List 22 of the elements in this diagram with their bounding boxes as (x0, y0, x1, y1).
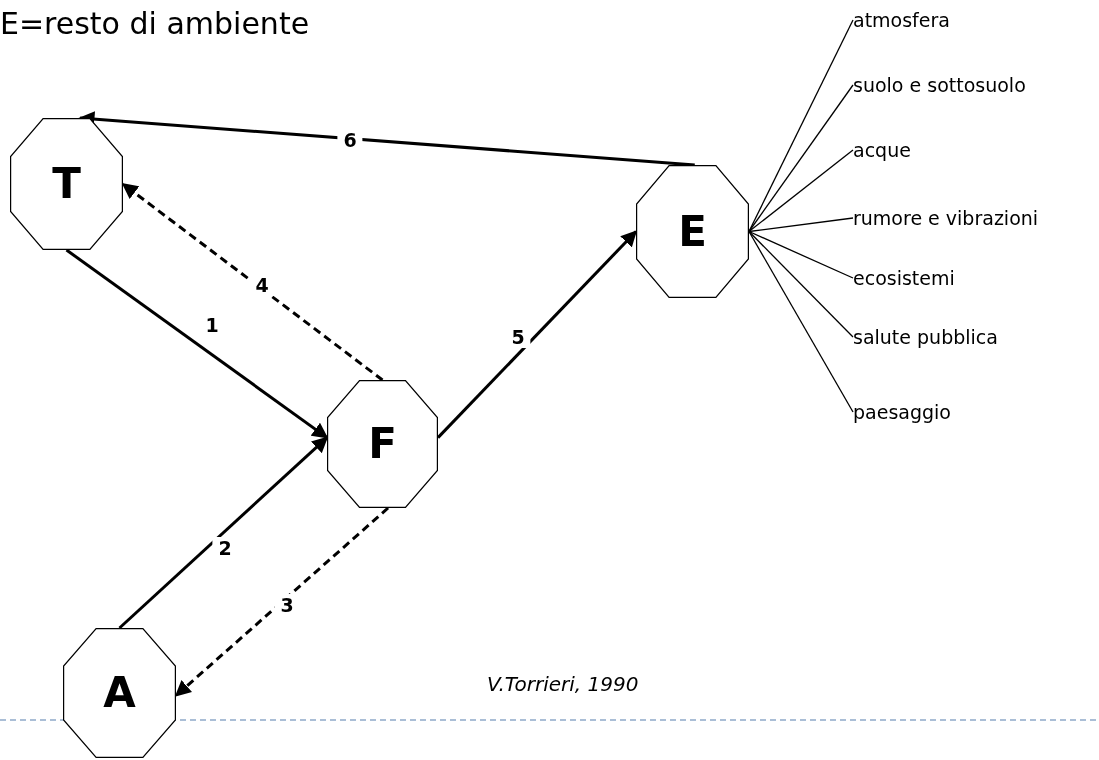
octagon-node (63, 628, 176, 758)
octagon-node (327, 380, 438, 508)
leader-label: suolo e sottosuolo (853, 72, 1026, 98)
leader-label: rumore e vibrazioni (853, 205, 1039, 231)
octagon-node (636, 165, 749, 298)
leader-label: paesaggio (853, 399, 951, 425)
octagon-node (10, 118, 123, 250)
node-letter: T (51, 163, 82, 205)
leader-label: salute pubblica (853, 324, 998, 350)
citation: V.Torrieri, 1990 (487, 672, 639, 696)
leader-line (748, 149, 854, 233)
node-letter: F (367, 423, 398, 465)
leader-line (748, 230, 854, 338)
leader-label: atmosfera (853, 7, 950, 33)
leader-line (748, 217, 854, 233)
leader-label: acque (853, 137, 911, 163)
leader-line (748, 230, 854, 279)
node-letter: A (102, 672, 137, 714)
arrow (78, 111, 695, 167)
leader-label: ecosistemi (853, 265, 955, 291)
node-letter: E (677, 210, 708, 253)
title: E=resto di ambiente (0, 6, 310, 41)
